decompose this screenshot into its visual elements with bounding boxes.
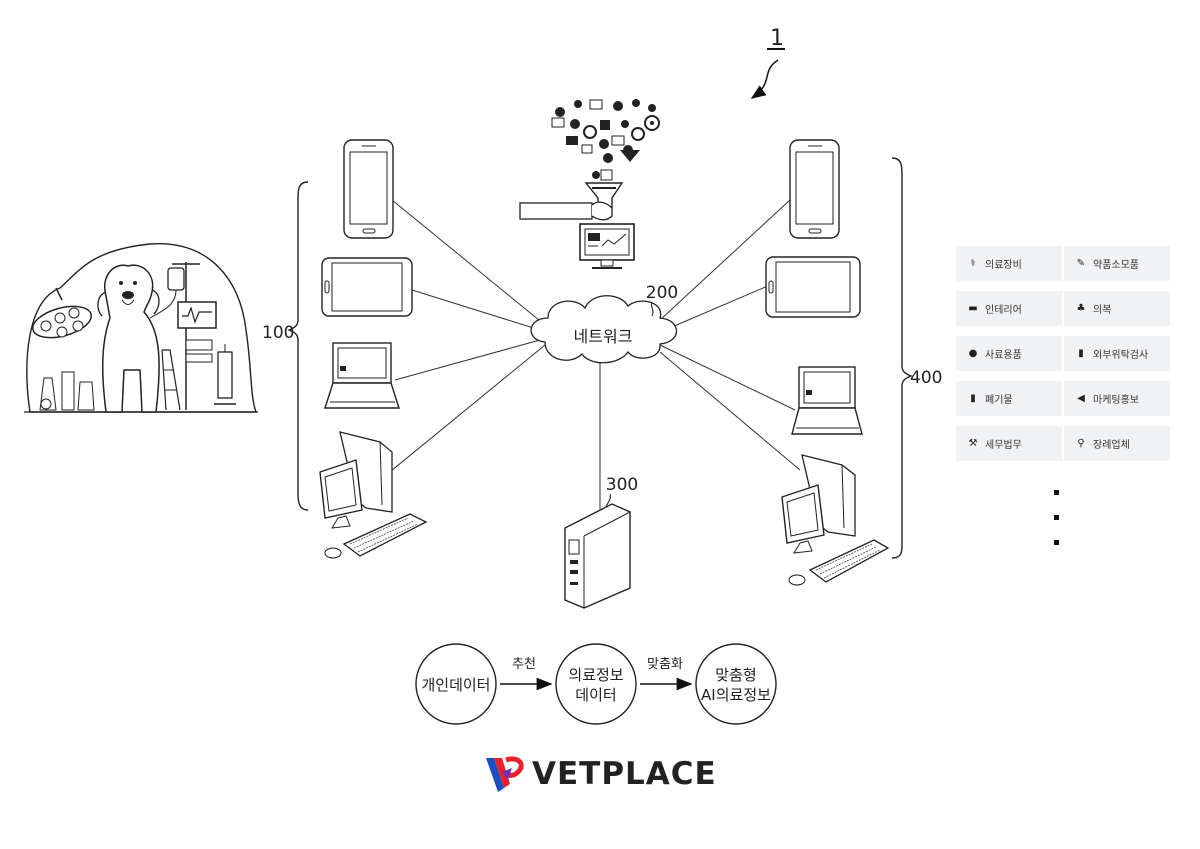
category-label: 외부위탁검사 bbox=[1093, 346, 1148, 361]
megaphone-icon: ◀ bbox=[1074, 393, 1088, 404]
figure-reference: 1 bbox=[752, 26, 785, 98]
category-5: ● 사료용품 bbox=[956, 336, 1062, 371]
client-group-bracket: 100 bbox=[262, 182, 308, 510]
category-label: 사료용품 bbox=[985, 346, 1022, 361]
category-label: 약품소모품 bbox=[1093, 256, 1139, 271]
category-2: ✎ 약품소모품 bbox=[1064, 246, 1170, 281]
more-ellipsis bbox=[1054, 490, 1064, 565]
server-tower: 300 bbox=[565, 475, 638, 608]
partner-group-label: 400 bbox=[910, 368, 942, 388]
client-group-label: 100 bbox=[262, 323, 294, 343]
big-data-illustration bbox=[520, 99, 659, 268]
category-8: ◀ 마케팅홍보 bbox=[1064, 381, 1170, 416]
category-1: ⚕ 의료장비 bbox=[956, 246, 1062, 281]
shirt-icon: ♣ bbox=[1074, 303, 1088, 314]
gavel-icon: ⚒ bbox=[966, 438, 980, 449]
category-label: 장례업체 bbox=[1093, 436, 1130, 451]
server-ref-label: 300 bbox=[606, 475, 638, 495]
partner-group-bracket: 400 bbox=[892, 158, 942, 558]
client-tablet bbox=[322, 258, 412, 316]
category-9: ⚒ 세무법무 bbox=[956, 426, 1062, 461]
category-label: 마케팅홍보 bbox=[1093, 391, 1139, 406]
location-pin-icon: ⚲ bbox=[1074, 438, 1088, 449]
category-4: ♣ 의복 bbox=[1064, 291, 1170, 326]
category-10: ⚲ 장례업체 bbox=[1064, 426, 1170, 461]
category-7: ▮ 폐기물 bbox=[956, 381, 1062, 416]
flow-node-custom-ai bbox=[696, 644, 776, 724]
syringe-icon: ✎ bbox=[1074, 258, 1088, 269]
flow-node-1-line1: 개인데이터 bbox=[421, 676, 490, 694]
category-label: 인테리어 bbox=[985, 301, 1022, 316]
sofa-icon: ▬ bbox=[966, 303, 980, 314]
network-label: 네트워크 bbox=[574, 327, 633, 346]
partner-smartphone bbox=[790, 140, 839, 238]
partner-category-panel: ⚕ 의료장비 ✎ 약품소모품 ▬ 인테리어 ♣ 의복 ● 사료용품 ▮ 외부위탁검사 ▮ 폐기물 ◀ 마케팅홍… bbox=[956, 246, 1170, 461]
flow-edge-1-label: 추천 bbox=[512, 657, 536, 672]
category-label: 폐기물 bbox=[985, 391, 1013, 406]
flow-node-3-line1: 맞춤형 bbox=[715, 666, 756, 684]
bowl-icon: ● bbox=[966, 348, 980, 359]
client-smartphone bbox=[344, 140, 393, 238]
flow-node-2-line1: 의료정보 bbox=[568, 666, 623, 684]
stethoscope-icon: ⚕ bbox=[966, 258, 980, 269]
flow-node-3-line2: AI의료정보 bbox=[701, 686, 771, 704]
flow-diagram: 개인데이터 의료정보 데이터 맞춤형 AI의료정보 추천 맞춤화 bbox=[416, 644, 776, 724]
flow-node-medical-info bbox=[556, 644, 636, 724]
test-tube-icon: ▮ bbox=[1074, 348, 1088, 359]
category-label: 세무법무 bbox=[985, 436, 1022, 451]
category-label: 의복 bbox=[1093, 301, 1111, 316]
veterinary-clinic-illustration bbox=[24, 244, 258, 412]
category-3: ▬ 인테리어 bbox=[956, 291, 1062, 326]
flow-edge-2-label: 맞춤화 bbox=[647, 657, 683, 672]
network-cloud: 네트워크 200 bbox=[531, 283, 678, 363]
network-ref-label: 200 bbox=[646, 283, 678, 303]
vetplace-brand: VETPLACE bbox=[484, 754, 717, 794]
partner-laptop bbox=[792, 367, 862, 434]
trash-icon: ▮ bbox=[966, 393, 980, 404]
category-6: ▮ 외부위탁검사 bbox=[1064, 336, 1170, 371]
flow-node-2-line2: 데이터 bbox=[575, 686, 616, 704]
category-label: 의료장비 bbox=[985, 256, 1022, 271]
partner-desktop bbox=[782, 455, 888, 585]
figure-ref-number: 1 bbox=[770, 26, 784, 51]
vetplace-logo-icon bbox=[484, 754, 526, 794]
partner-tablet bbox=[766, 257, 860, 317]
brand-name: VETPLACE bbox=[532, 756, 717, 792]
client-desktop bbox=[320, 432, 426, 558]
client-laptop bbox=[325, 343, 399, 408]
